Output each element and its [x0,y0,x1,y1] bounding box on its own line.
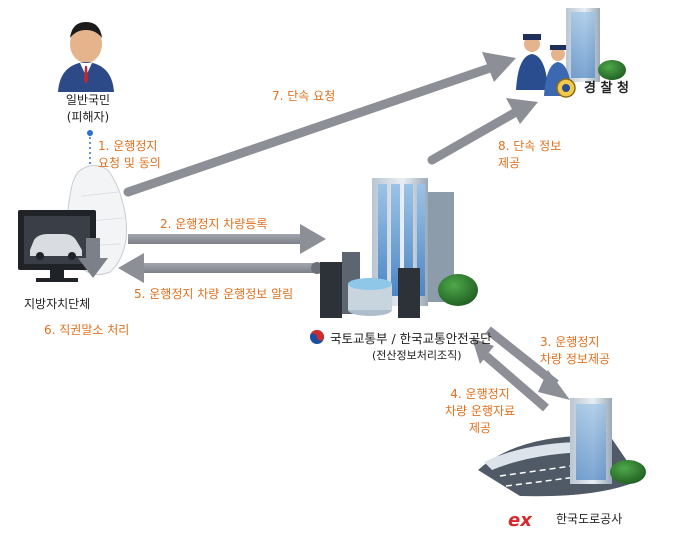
datacenter-building-icon [320,178,478,318]
step-1-label: 1. 운행정지 요청 및 동의 [98,139,161,170]
step-3-label: 3. 운행정지 차량 정보제공 [540,335,611,366]
police-building-icon [516,8,626,98]
arrow-step-4 [472,338,549,412]
step-4-label: 4. 운행정지 차량 운행자료 제공 [444,387,516,435]
step-2-label: 2. 운행정지 차량등록 [160,217,268,231]
citizen-label: 일반국민 (피해자) [60,92,116,126]
ministry-sub-label: (전산정보처리조직) [372,349,462,362]
local-gov-label: 지방자치단체 [24,297,91,311]
arrow-step-3 [485,326,570,400]
arrow-step-5 [118,253,323,283]
person-suit-icon [58,22,114,92]
step-5-label: 5. 운행정지 차량 운행정보 알림 [134,287,294,301]
police-label: 경 찰 청 [584,81,629,96]
arrow-step-7 [123,52,516,197]
ministry-label: 국토교통부 / 한국교통안전공단 [330,331,492,346]
svg-text:ex: ex [508,510,533,531]
arrow-step-8 [427,98,538,165]
citizen-sub: (피해자) [66,110,110,124]
highway-label: 한국도로공사 [556,512,623,526]
step-6-label: 6. 직권말소 처리 [44,323,130,337]
citizen-name: 일반국민 [65,93,111,107]
government-emblem-icon [310,330,325,344]
down-arrow-icon [78,238,108,278]
step-7-label: 7. 단속 요청 [272,89,336,103]
arrow-step-2 [128,224,326,254]
computer-monitor-icon [18,210,96,282]
step-8-label: 8. 단속 정보 제공 [498,139,562,170]
ex-logo-icon: ex [508,510,533,531]
highway-tollgate-icon [478,398,646,497]
